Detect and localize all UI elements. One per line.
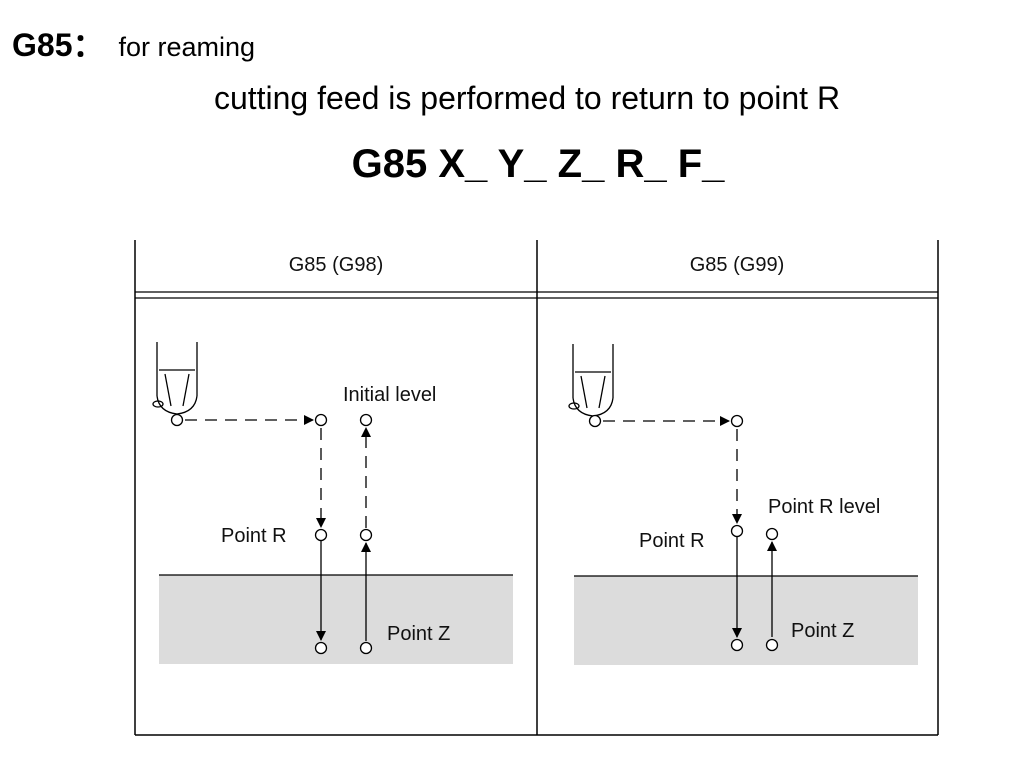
point-circle-icon — [314, 528, 328, 542]
left-panel-header: G85 (G98) — [289, 254, 383, 276]
point-circle-icon — [730, 638, 744, 652]
diagram-frame — [134, 240, 939, 736]
left-rapid-path — [185, 415, 326, 528]
point-circle-icon — [765, 527, 779, 541]
right-feed-path — [732, 537, 777, 638]
point-circle-icon — [359, 413, 373, 427]
point-circle-icon — [314, 413, 328, 427]
heading-description: for reaming — [118, 32, 256, 62]
right-point-r-label: Point R — [639, 530, 705, 552]
right-point-z-label: Point Z — [791, 620, 854, 642]
right-rapid-path — [603, 416, 742, 524]
point-circle-icon — [359, 641, 373, 655]
point-circle-icon — [730, 414, 744, 428]
subtitle: cutting feed is performed to return to p… — [213, 80, 841, 116]
tool-icon — [568, 344, 614, 428]
heading-code: G85： — [12, 27, 105, 63]
left-feed-path — [316, 541, 371, 641]
point-circle-icon — [359, 528, 373, 542]
point-circle-icon — [765, 638, 779, 652]
left-point-z-label: Point Z — [387, 623, 450, 645]
point-circle-icon — [730, 524, 744, 538]
right-panel-header: G85 (G99) — [690, 254, 784, 276]
point-circle-icon — [314, 641, 328, 655]
right-point-r-level-label: Point R level — [768, 496, 880, 518]
command-format: G85 X_ Y_ Z_ R_ F_ — [351, 142, 725, 186]
right-point-circles — [730, 414, 779, 652]
workpiece-right — [574, 576, 918, 665]
left-point-circles — [314, 413, 373, 655]
heading: G85： for reaming — [12, 20, 256, 63]
workpiece-left — [159, 575, 513, 664]
left-initial-level-label: Initial level — [343, 384, 436, 406]
tool-icon — [152, 342, 198, 427]
left-point-r-label: Point R — [221, 525, 287, 547]
